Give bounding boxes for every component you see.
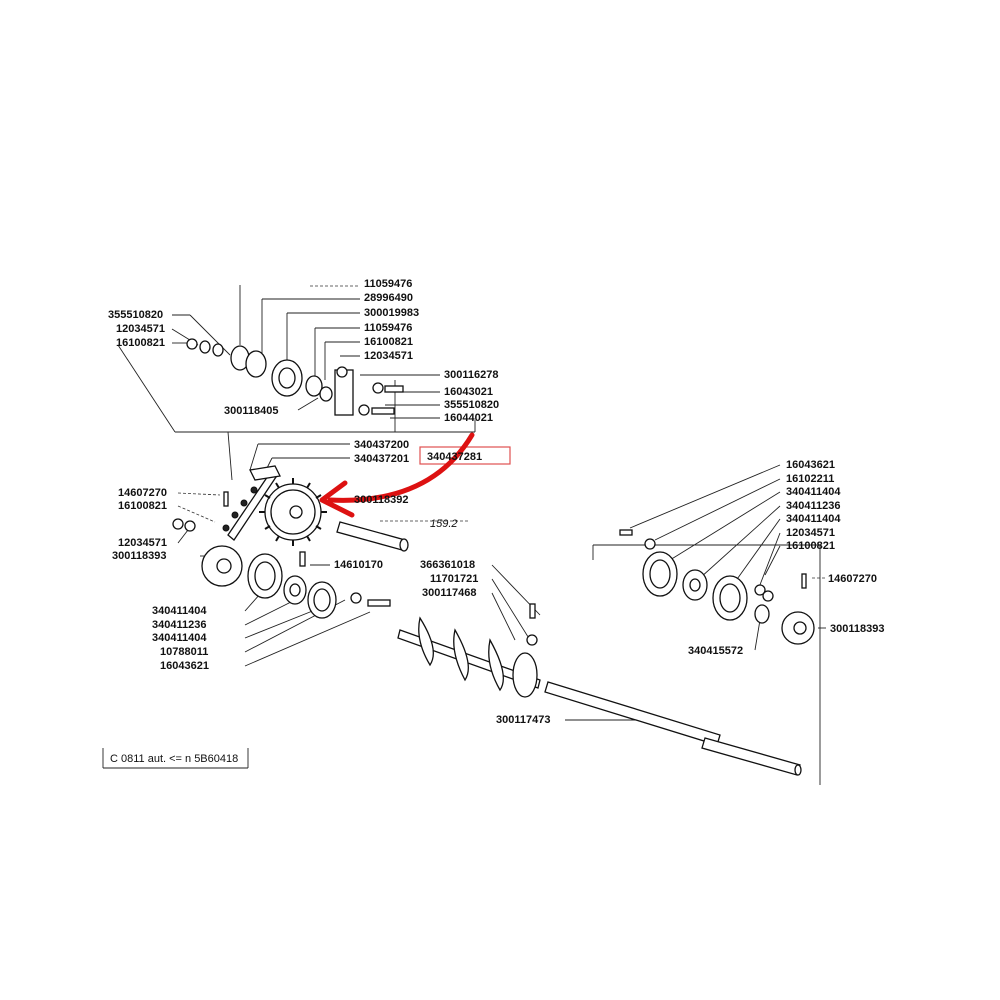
footer-reference: C 0811 aut. <= n 5B60418 — [102, 748, 249, 769]
part-number: 340411404 — [786, 486, 841, 498]
part-number: 14607270 — [118, 487, 167, 499]
dimension-label: 159.2 — [430, 518, 458, 530]
part-number: 16043621 — [786, 459, 835, 471]
part-number: 11059476 — [364, 322, 412, 334]
part-labels: 355510820 12034571 16100821 11059476 289… — [108, 278, 884, 726]
part-number: 340437201 — [354, 453, 409, 465]
part-number: 300118405 — [224, 405, 278, 417]
auger-part — [397, 603, 541, 698]
bushing-part — [754, 604, 770, 624]
part-number: 12034571 — [364, 350, 413, 362]
part-number: 16043621 — [160, 660, 209, 672]
part-number: 340411236 — [786, 500, 840, 512]
pin-part — [801, 573, 807, 589]
part-number: 300116278 — [444, 369, 498, 381]
bolt-part — [619, 529, 633, 536]
part-number: 340411404 — [152, 605, 207, 617]
part-number: 340437200 — [354, 439, 409, 451]
part-number: 16100821 — [116, 337, 165, 349]
upper-assembly — [186, 338, 404, 416]
nut-part — [526, 634, 538, 646]
part-number: 355510820 — [444, 399, 499, 411]
part-number: 300117468 — [422, 587, 476, 599]
part-number: 16044021 — [444, 412, 493, 424]
washer-part — [644, 538, 656, 550]
pin-part — [336, 521, 409, 552]
part-number: 340411236 — [152, 619, 206, 631]
part-number: 340415572 — [688, 645, 743, 657]
part-number: 10788011 — [160, 646, 208, 658]
part-number: 28996490 — [364, 292, 413, 304]
part-number: 366361018 — [420, 559, 475, 571]
part-number: 16100821 — [364, 336, 413, 348]
part-number: 12034571 — [116, 323, 165, 335]
red-arrow-head — [319, 480, 355, 518]
bushing-part — [319, 386, 333, 402]
circlip-part — [305, 375, 323, 397]
red-arrow — [327, 432, 475, 503]
lower-left-assembly — [172, 491, 391, 619]
washer-part — [199, 340, 211, 354]
part-number: 16100821 — [118, 500, 167, 512]
part-number: 300117473 — [496, 714, 550, 726]
highlighted-part-number: 340437281 — [427, 451, 482, 463]
part-number: 12034571 — [786, 527, 835, 539]
part-number: 14610170 — [334, 559, 383, 571]
bolt-part — [367, 599, 391, 607]
bearing-part — [245, 350, 267, 378]
washer-part — [212, 343, 224, 357]
shaft-part — [544, 681, 802, 776]
part-number: 300019983 — [364, 307, 419, 319]
part-number: 11701721 — [430, 573, 478, 585]
pin-14610170 — [299, 551, 306, 567]
nut-part — [336, 366, 348, 378]
large-sprocket-part — [259, 478, 327, 546]
part-number: 300118392 — [354, 494, 408, 506]
footer-text: C 0811 aut. <= n 5B60418 — [110, 753, 238, 765]
right-assembly — [619, 529, 815, 645]
part-number: 300118393 — [112, 550, 166, 562]
part-number: 340411404 — [152, 632, 207, 644]
part-number: 14607270 — [828, 573, 877, 585]
part-number: 12034571 — [118, 537, 167, 549]
washer-part — [350, 592, 362, 604]
part-number: 16102211 — [786, 473, 834, 485]
chain-part — [222, 465, 281, 541]
part-number: 16043021 — [444, 386, 493, 398]
part-number: 16100821 — [786, 540, 835, 552]
leader-lines — [117, 285, 826, 785]
part-number: 355510820 — [108, 309, 163, 321]
part-number: 340411404 — [786, 513, 841, 525]
nut-part — [186, 338, 198, 350]
part-number: 11059476 — [364, 278, 412, 290]
part-number: 300118393 — [830, 623, 884, 635]
washer-part — [372, 382, 384, 394]
washer-part — [358, 404, 370, 416]
